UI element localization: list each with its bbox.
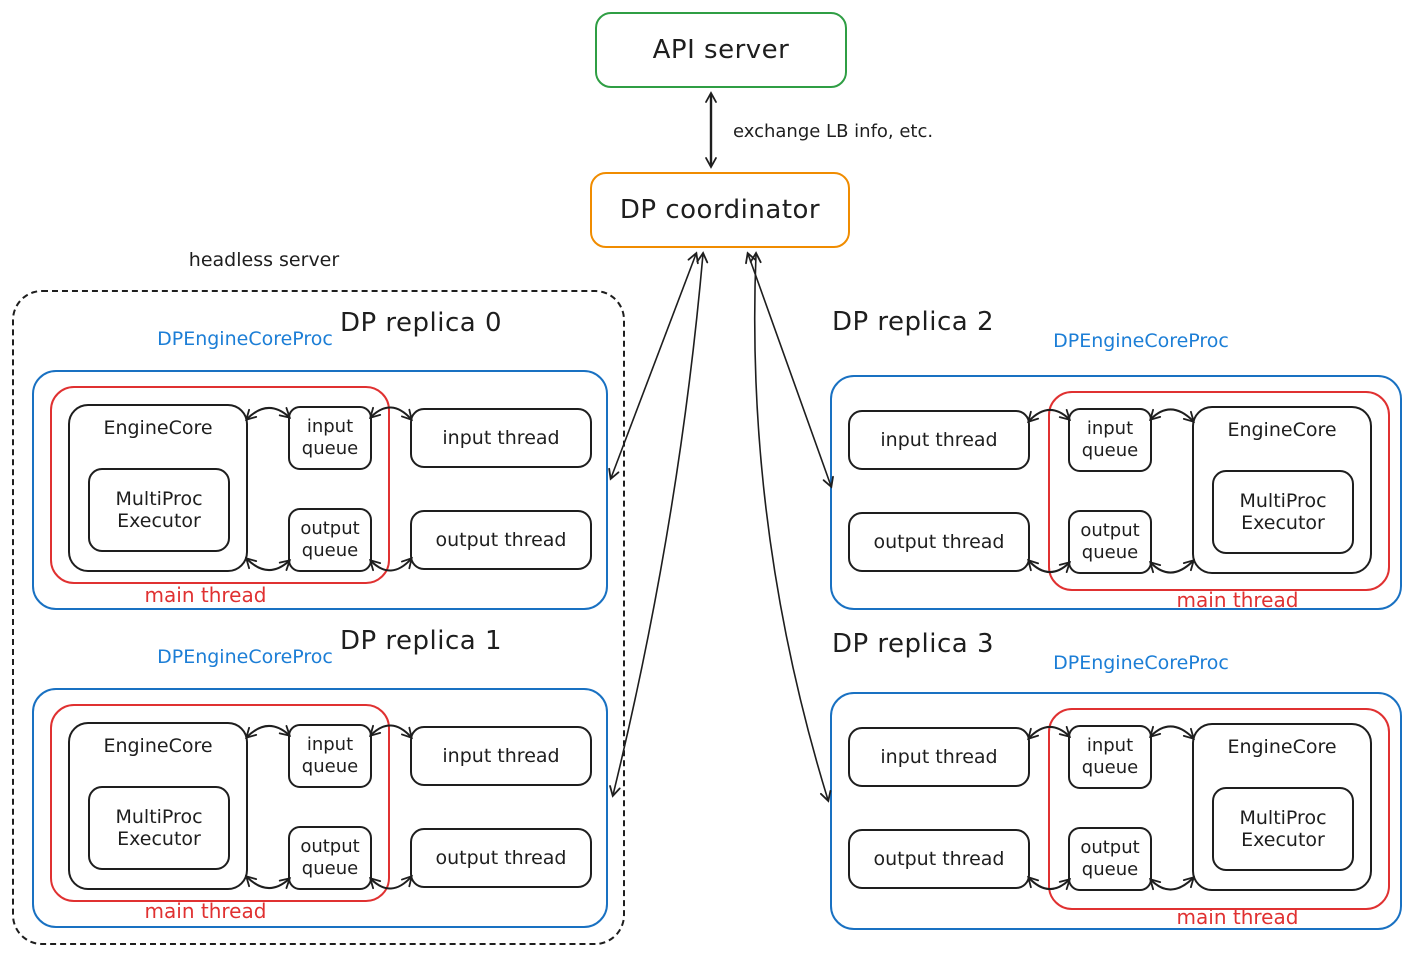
replica-1-multiproc-executor-label: MultiProc Executor xyxy=(115,806,203,850)
replica-0-main-thread-label: main thread xyxy=(144,583,267,607)
replica-0-output-thread-label: output thread xyxy=(435,529,567,551)
replica-1-output-queue-label: output queue xyxy=(300,836,360,879)
replica-1-main-thread-box xyxy=(50,704,390,902)
replica-0-input-thread-label: input thread xyxy=(442,427,560,449)
replica-2-input-thread-box: input thread xyxy=(848,410,1030,470)
replica-1-output-thread-label: output thread xyxy=(435,847,567,869)
replica-3-title: DP replica 3 xyxy=(831,629,995,659)
dp-coordinator-box: DP coordinator xyxy=(590,172,850,248)
replica-0-proc-label: DPEngineCoreProc xyxy=(157,328,333,350)
replica-2-engine-core-label: EngineCore xyxy=(1227,419,1337,441)
replica-3-output-queue-box: output queue xyxy=(1068,827,1152,891)
replica-3-engine-core-label: EngineCore xyxy=(1227,736,1337,758)
replica-1-main-thread-label: main thread xyxy=(144,899,267,923)
replica-0-proc-box xyxy=(32,370,608,610)
arrow-coordinator-replica-2 xyxy=(745,251,834,489)
replica-1-input-thread-box: input thread xyxy=(410,726,592,786)
replica-3-multiproc-executor-label: MultiProc Executor xyxy=(1239,807,1327,851)
replica-1-proc-box xyxy=(32,688,608,928)
replica-2-output-queue-box: output queue xyxy=(1068,510,1152,574)
replica-0-engine-core-label: EngineCore xyxy=(103,417,213,439)
replica-0-multiproc-executor-box: MultiProc Executor xyxy=(88,468,230,552)
replica-0-title: DP replica 0 xyxy=(339,308,503,338)
replica-2-input-thread-label: input thread xyxy=(880,429,998,451)
exchange-lb-info-label: exchange LB info, etc. xyxy=(733,121,934,142)
replica-2-input-queue-label: input queue xyxy=(1081,418,1139,461)
replica-0-output-queue-label: output queue xyxy=(300,518,360,561)
replica-1-output-thread-box: output thread xyxy=(410,828,592,888)
replica-0-input-thread-box: input thread xyxy=(410,408,592,468)
replica-3-output-thread-box: output thread xyxy=(848,829,1030,889)
replica-3-input-queue-box: input queue xyxy=(1068,725,1152,789)
replica-0-output-queue-box: output queue xyxy=(288,508,372,572)
dp-coordinator-label: DP coordinator xyxy=(619,195,821,225)
replica-2-output-thread-label: output thread xyxy=(873,531,1005,553)
replica-2-main-thread-label: main thread xyxy=(1176,588,1299,612)
replica-2-input-queue-box: input queue xyxy=(1068,408,1152,472)
headless-server-label: headless server xyxy=(188,249,340,271)
api-server-box: API server xyxy=(595,12,847,88)
replica-2-output-thread-box: output thread xyxy=(848,512,1030,572)
replica-2-multiproc-executor-label: MultiProc Executor xyxy=(1239,490,1327,534)
replica-0-input-queue-box: input queue xyxy=(288,406,372,470)
replica-3-proc-label: DPEngineCoreProc xyxy=(1053,652,1229,674)
replica-2-title: DP replica 2 xyxy=(831,307,995,337)
replica-1-input-queue-box: input queue xyxy=(288,724,372,788)
replica-3-main-thread-label: main thread xyxy=(1176,905,1299,929)
replica-0-main-thread-box xyxy=(50,386,390,584)
replica-0-input-queue-label: input queue xyxy=(301,416,359,459)
replica-1-input-thread-label: input thread xyxy=(442,745,560,767)
arrow-coordinator-replica-1 xyxy=(609,251,709,798)
replica-1-input-queue-label: input queue xyxy=(301,734,359,777)
replica-3-multiproc-executor-box: MultiProc Executor xyxy=(1212,787,1354,871)
api-server-label: API server xyxy=(652,35,790,65)
replica-3-output-thread-label: output thread xyxy=(873,848,1005,870)
arrow-coordinator-replica-3 xyxy=(749,251,832,803)
replica-1-proc-label: DPEngineCoreProc xyxy=(157,646,333,668)
replica-1-engine-core-label: EngineCore xyxy=(103,735,213,757)
replica-2-main-thread-box xyxy=(1048,391,1390,591)
replica-3-proc-box xyxy=(830,692,1402,930)
replica-0-output-thread-box: output thread xyxy=(410,510,592,570)
replica-3-main-thread-box xyxy=(1048,708,1390,910)
replica-2-multiproc-executor-box: MultiProc Executor xyxy=(1212,470,1354,554)
replica-1-output-queue-box: output queue xyxy=(288,826,372,890)
replica-0-multiproc-executor-label: MultiProc Executor xyxy=(115,488,203,532)
replica-3-input-thread-box: input thread xyxy=(848,727,1030,787)
replica-2-proc-label: DPEngineCoreProc xyxy=(1053,330,1229,352)
replica-1-title: DP replica 1 xyxy=(339,626,503,656)
replica-3-input-thread-label: input thread xyxy=(880,746,998,768)
replica-1-multiproc-executor-box: MultiProc Executor xyxy=(88,786,230,870)
replica-3-input-queue-label: input queue xyxy=(1081,735,1139,778)
replica-3-output-queue-label: output queue xyxy=(1080,837,1140,880)
replica-2-output-queue-label: output queue xyxy=(1080,520,1140,563)
